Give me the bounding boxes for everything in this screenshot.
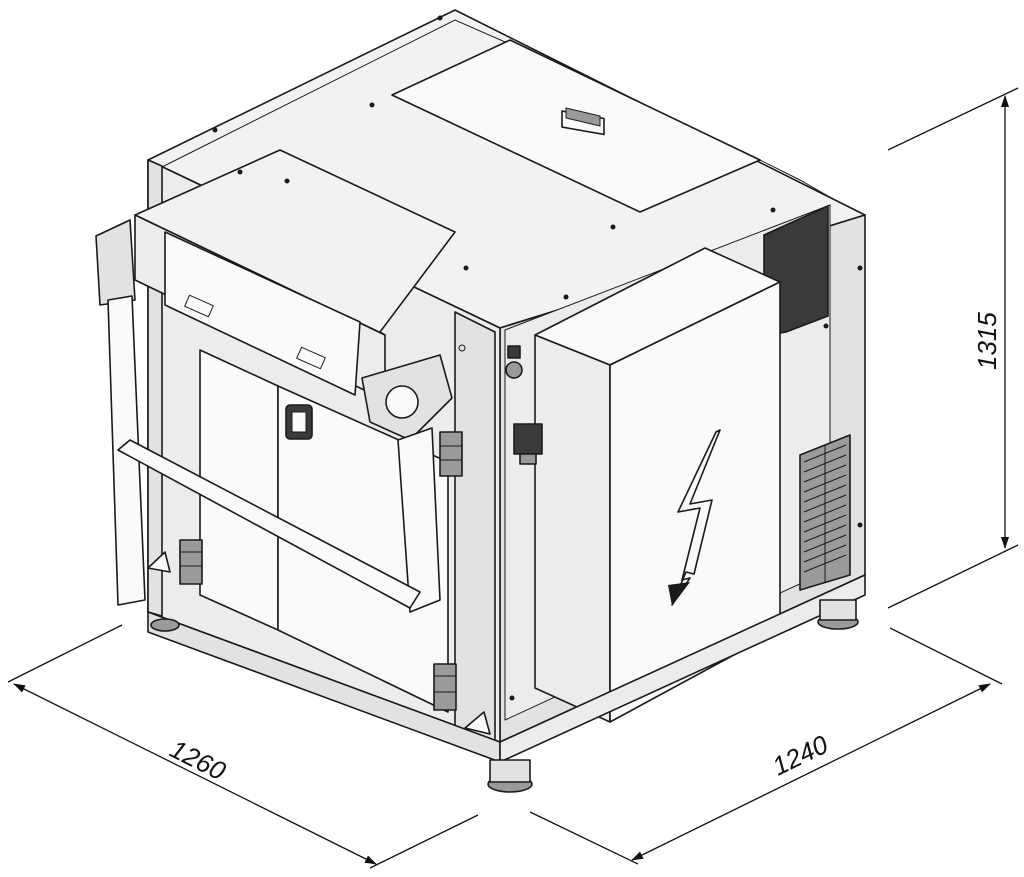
- front-cone-right: [464, 711, 491, 735]
- front-bar: [117, 439, 421, 609]
- electrical-cabinet: [534, 247, 781, 723]
- foot-post-back-right: [819, 599, 857, 621]
- base-plinth-side: [499, 574, 866, 763]
- front-hinge-lower-right: [433, 663, 457, 711]
- dimension-height: 1315: [887, 87, 1019, 609]
- depth-dimension-label: 1240: [767, 729, 833, 782]
- roof-seam: [391, 94, 641, 213]
- bolt-arrowhead: [668, 582, 690, 606]
- hood-latch-right: [296, 346, 326, 370]
- height-dimension-label: 1315: [972, 312, 1002, 370]
- foot-front-left: [150, 618, 180, 632]
- front-hinge-upper-right: [439, 431, 463, 477]
- screws: [212, 15, 863, 701]
- door-lock-inner: [291, 411, 307, 433]
- arrowhead-icon: [13, 683, 377, 865]
- front-right-column: [454, 311, 496, 743]
- top-handle-recess: [565, 107, 601, 127]
- cabinet-front: [534, 334, 611, 723]
- hood-latch-left: [184, 294, 214, 318]
- pneumatic-valve: [505, 345, 543, 465]
- front-hinge-lower-left: [179, 539, 203, 585]
- screw: [458, 344, 466, 352]
- hood-lever-right: [361, 354, 453, 613]
- width-dimension-label: 1260: [165, 734, 231, 787]
- machine-body: [95, 9, 866, 793]
- front-cone-left: [147, 551, 171, 573]
- foot-post-front-right: [489, 759, 531, 783]
- vent-grille: [799, 434, 851, 591]
